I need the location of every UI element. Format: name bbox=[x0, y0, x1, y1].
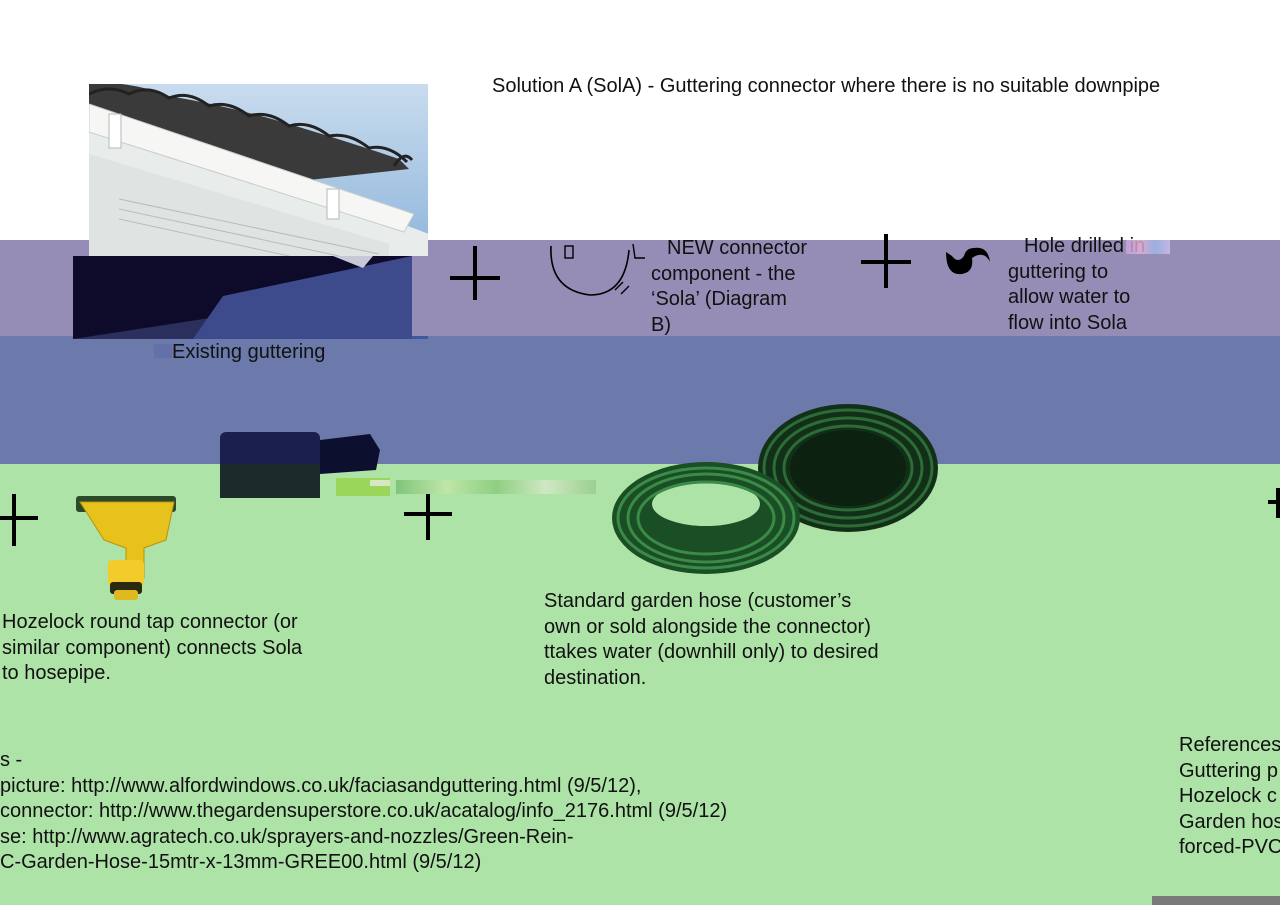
garden-hose-caption: Standard garden hose (customer’s own or … bbox=[544, 589, 879, 691]
reference-line: Garden hos bbox=[1179, 810, 1280, 833]
caption-line: guttering to bbox=[1008, 260, 1109, 283]
caption-line: to hosepipe. bbox=[2, 662, 111, 684]
reference-line: picture: http://www.alfordwindows.co.uk/… bbox=[0, 774, 642, 797]
caption-line: ‘Sola’ (Diagram bbox=[651, 288, 787, 310]
reference-line: se: http://www.agratech.co.uk/sprayers-a… bbox=[0, 825, 574, 848]
caption-line: flow into Sola bbox=[1008, 311, 1127, 334]
new-connector-caption: NEW connector component - the ‘Sola’ (Di… bbox=[651, 236, 807, 338]
guttering-photo bbox=[89, 84, 428, 256]
reference-line: connector: http://www.thegardensuperstor… bbox=[0, 800, 728, 822]
references-left: s - picture: http://www.alfordwindows.co… bbox=[0, 748, 727, 876]
caption-line: own or sold alongside the connector) bbox=[544, 615, 871, 638]
guttering-photo-shifted bbox=[73, 256, 412, 339]
hozelock-connector-image bbox=[70, 430, 400, 615]
plus-icon bbox=[450, 246, 500, 300]
drilled-hole-icon bbox=[944, 244, 992, 283]
plus-icon bbox=[1268, 488, 1280, 518]
caption-line: component - the bbox=[651, 262, 796, 285]
references-right: References Guttering p Hozelock c Garden… bbox=[1179, 733, 1280, 861]
caption-glitch bbox=[154, 344, 172, 358]
existing-guttering-caption: Existing guttering bbox=[172, 341, 326, 363]
reference-line: Hozelock c bbox=[1179, 785, 1277, 807]
caption-line: NEW connector bbox=[667, 237, 808, 259]
reference-line: forced-PVC bbox=[1179, 836, 1280, 858]
plus-icon bbox=[0, 494, 40, 546]
sola-connector-diagram bbox=[545, 240, 655, 305]
caption-line: allow water to bbox=[1008, 286, 1131, 308]
noise-strip bbox=[396, 480, 596, 494]
caption-line: similar component) connects Sola bbox=[2, 636, 303, 659]
caption-line: Hole drilled in bbox=[1024, 235, 1146, 257]
caption-line: Standard garden hose (customer’s bbox=[544, 590, 852, 612]
blue-band bbox=[0, 336, 1280, 466]
reference-line: s - bbox=[0, 749, 23, 771]
page-title: Solution A (SolA) - Guttering connector … bbox=[492, 75, 1161, 97]
garden-hose-image bbox=[600, 400, 950, 585]
grey-corner bbox=[1152, 896, 1280, 905]
photo-edge-strip bbox=[412, 336, 428, 339]
reference-line: References bbox=[1179, 734, 1280, 756]
plus-icon bbox=[404, 488, 452, 540]
caption-line: Hozelock round tap connector (or bbox=[2, 611, 298, 633]
hozelock-caption: Hozelock round tap connector (or similar… bbox=[2, 610, 302, 687]
noise-patch bbox=[1126, 240, 1170, 254]
reference-line: C-Garden-Hose-15mtr-x-13mm-GREE00.html (… bbox=[0, 851, 482, 873]
hole-drilled-caption: Hole drilled in guttering to allow water… bbox=[1008, 234, 1145, 336]
plus-icon bbox=[861, 234, 911, 288]
reference-line: Guttering p bbox=[1179, 759, 1278, 782]
caption-line: destination. bbox=[544, 666, 647, 689]
caption-line: B) bbox=[651, 313, 671, 336]
caption-line: ttakes water (downhill only) to desired bbox=[544, 641, 879, 663]
